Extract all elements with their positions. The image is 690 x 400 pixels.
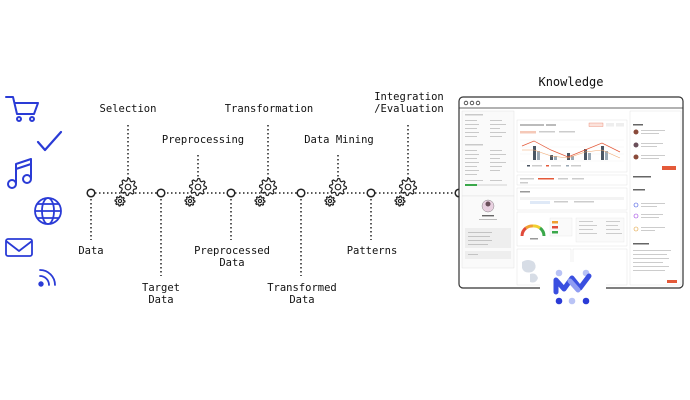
label-transformed-data: Transformed Data — [267, 282, 337, 306]
logo-m-icon — [540, 262, 606, 308]
label-selection: Selection — [99, 103, 157, 115]
node-preprocessed-data — [226, 188, 236, 198]
gear-hole — [397, 198, 403, 204]
gear-hole — [327, 198, 333, 204]
gear-hole — [194, 183, 202, 191]
label-target-data: Target Data — [142, 282, 180, 306]
label-data-mining: Data Mining — [304, 134, 374, 146]
node-patterns — [366, 188, 376, 198]
label-preprocessed-data: Preprocessed Data — [194, 245, 270, 269]
gears — [114, 177, 418, 207]
node-data — [86, 188, 96, 198]
dashboard-screenshot — [458, 96, 684, 289]
label-knowledge: Knowledge — [538, 75, 604, 89]
shopping-cart-icon — [5, 96, 39, 122]
label-preprocessing: Preprocessing — [161, 134, 245, 146]
gear-hole — [124, 183, 132, 191]
music-note-icon — [7, 158, 32, 189]
globe-icon — [34, 197, 62, 225]
label-transformation: Transformation — [224, 103, 314, 115]
node-transformed-data — [296, 188, 306, 198]
lower-connectors — [90, 199, 372, 276]
label-patterns: Patterns — [346, 245, 398, 257]
gear-hole — [117, 198, 123, 204]
rss-feed-icon — [38, 269, 56, 287]
flow-nodes — [86, 188, 464, 198]
checkmark-icon — [36, 130, 63, 152]
upper-connectors — [127, 125, 409, 180]
gear-hole — [257, 198, 263, 204]
label-integration-evaluation: Integration /Evaluation — [374, 91, 444, 115]
gear-hole — [334, 183, 342, 191]
label-data: Data — [78, 245, 104, 257]
gear-hole — [187, 198, 193, 204]
node-target-data — [156, 188, 166, 198]
gear-hole — [264, 183, 272, 191]
gear-hole — [404, 183, 412, 191]
envelope-icon — [5, 238, 33, 257]
